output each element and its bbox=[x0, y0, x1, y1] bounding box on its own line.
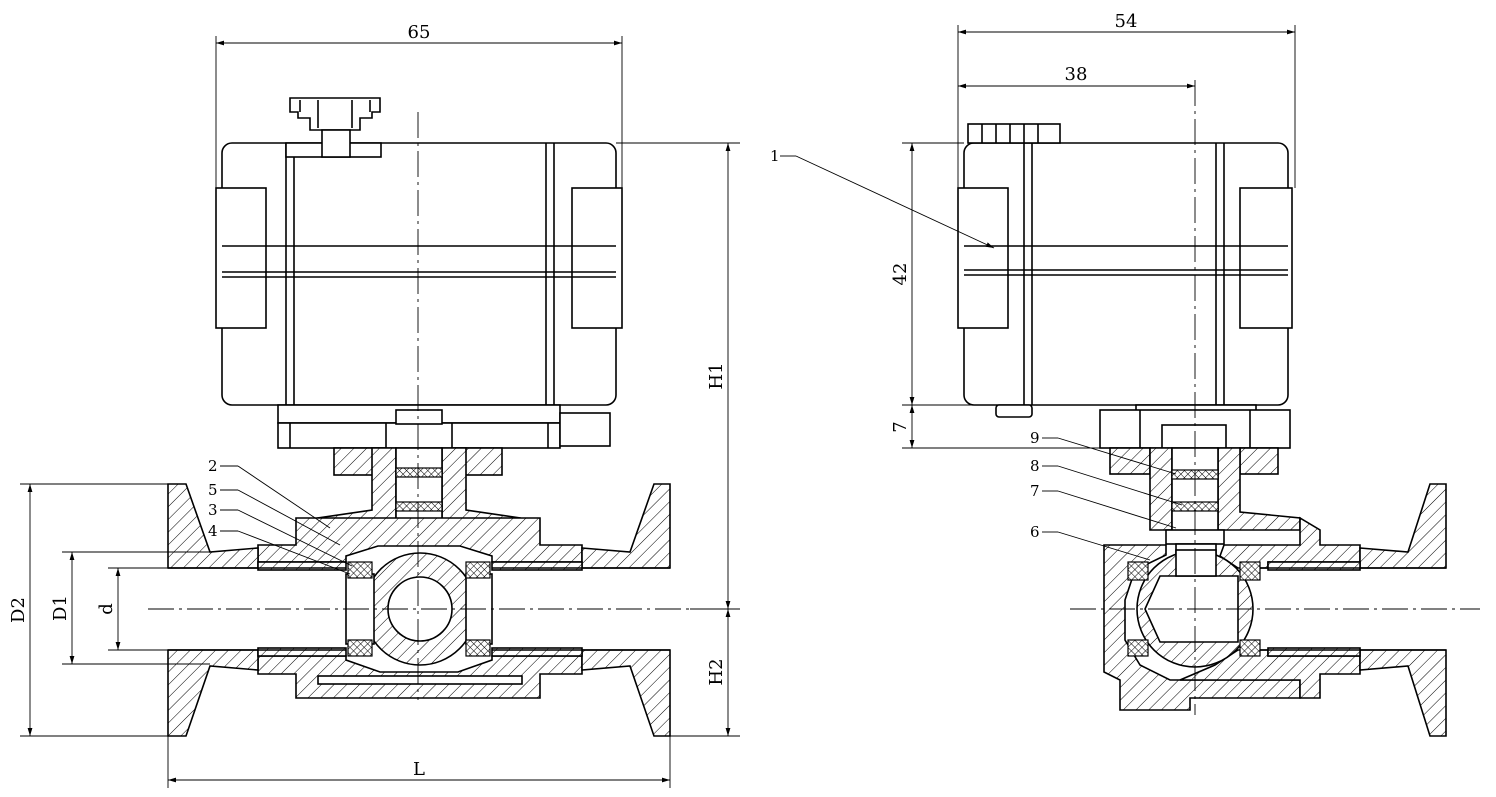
dim-h1: H1 bbox=[616, 142, 740, 610]
dim-length-label: L bbox=[413, 759, 425, 780]
front-valve-body bbox=[257, 517, 583, 699]
side-balloons: 1 9 8 7 6 bbox=[770, 147, 1183, 561]
dim-bore: d bbox=[96, 567, 168, 651]
balloon-3: 3 bbox=[208, 501, 218, 519]
dim-axis-offset-label: 38 bbox=[1065, 64, 1088, 85]
dim-d1-label: D1 bbox=[50, 595, 71, 621]
side-actuator bbox=[957, 142, 1293, 418]
balloon-1: 1 bbox=[770, 147, 780, 165]
front-view: 65 H1 H2 D2 D1 bbox=[8, 22, 740, 788]
manual-override-knob bbox=[289, 97, 381, 158]
dim-width-front: 65 bbox=[215, 22, 623, 188]
balloon-6: 6 bbox=[1030, 523, 1040, 541]
dim-d2: D2 bbox=[8, 483, 168, 737]
dim-bracket-height: 7 bbox=[890, 405, 1100, 449]
dim-width-side-label: 54 bbox=[1115, 11, 1138, 32]
dim-width-label: 65 bbox=[408, 22, 431, 43]
dim-h2: H2 bbox=[670, 609, 740, 737]
side-view: 54 38 42 7 1 9 8 bbox=[770, 11, 1480, 737]
balloon-9: 9 bbox=[1030, 429, 1040, 447]
dim-d2-label: D2 bbox=[8, 597, 29, 623]
dim-d1: D1 bbox=[50, 551, 210, 665]
dim-actuator-height: 42 bbox=[890, 142, 996, 406]
dim-length: L bbox=[167, 736, 671, 788]
front-actuator bbox=[215, 142, 623, 406]
side-knob bbox=[967, 123, 1061, 144]
balloon-2: 2 bbox=[208, 457, 218, 475]
dim-actuator-height-label: 42 bbox=[890, 263, 911, 286]
balloon-8: 8 bbox=[1030, 457, 1040, 475]
front-right-flange bbox=[491, 483, 671, 737]
dim-axis-offset: 38 bbox=[958, 64, 1195, 89]
front-balloons: 2 5 3 4 bbox=[208, 457, 353, 575]
front-mounting-bracket bbox=[277, 404, 611, 449]
dim-width-side: 54 bbox=[957, 11, 1296, 188]
dim-bore-label: d bbox=[96, 603, 117, 615]
side-ball bbox=[1127, 549, 1261, 668]
balloon-5: 5 bbox=[208, 481, 218, 499]
balloon-7: 7 bbox=[1030, 482, 1040, 500]
dim-h2-label: H2 bbox=[706, 658, 727, 685]
balloon-4: 4 bbox=[208, 522, 218, 540]
dim-h1-label: H1 bbox=[706, 362, 727, 389]
side-valve-body bbox=[1103, 516, 1361, 711]
dim-bracket-height-label: 7 bbox=[890, 421, 911, 432]
front-ball bbox=[345, 552, 493, 666]
